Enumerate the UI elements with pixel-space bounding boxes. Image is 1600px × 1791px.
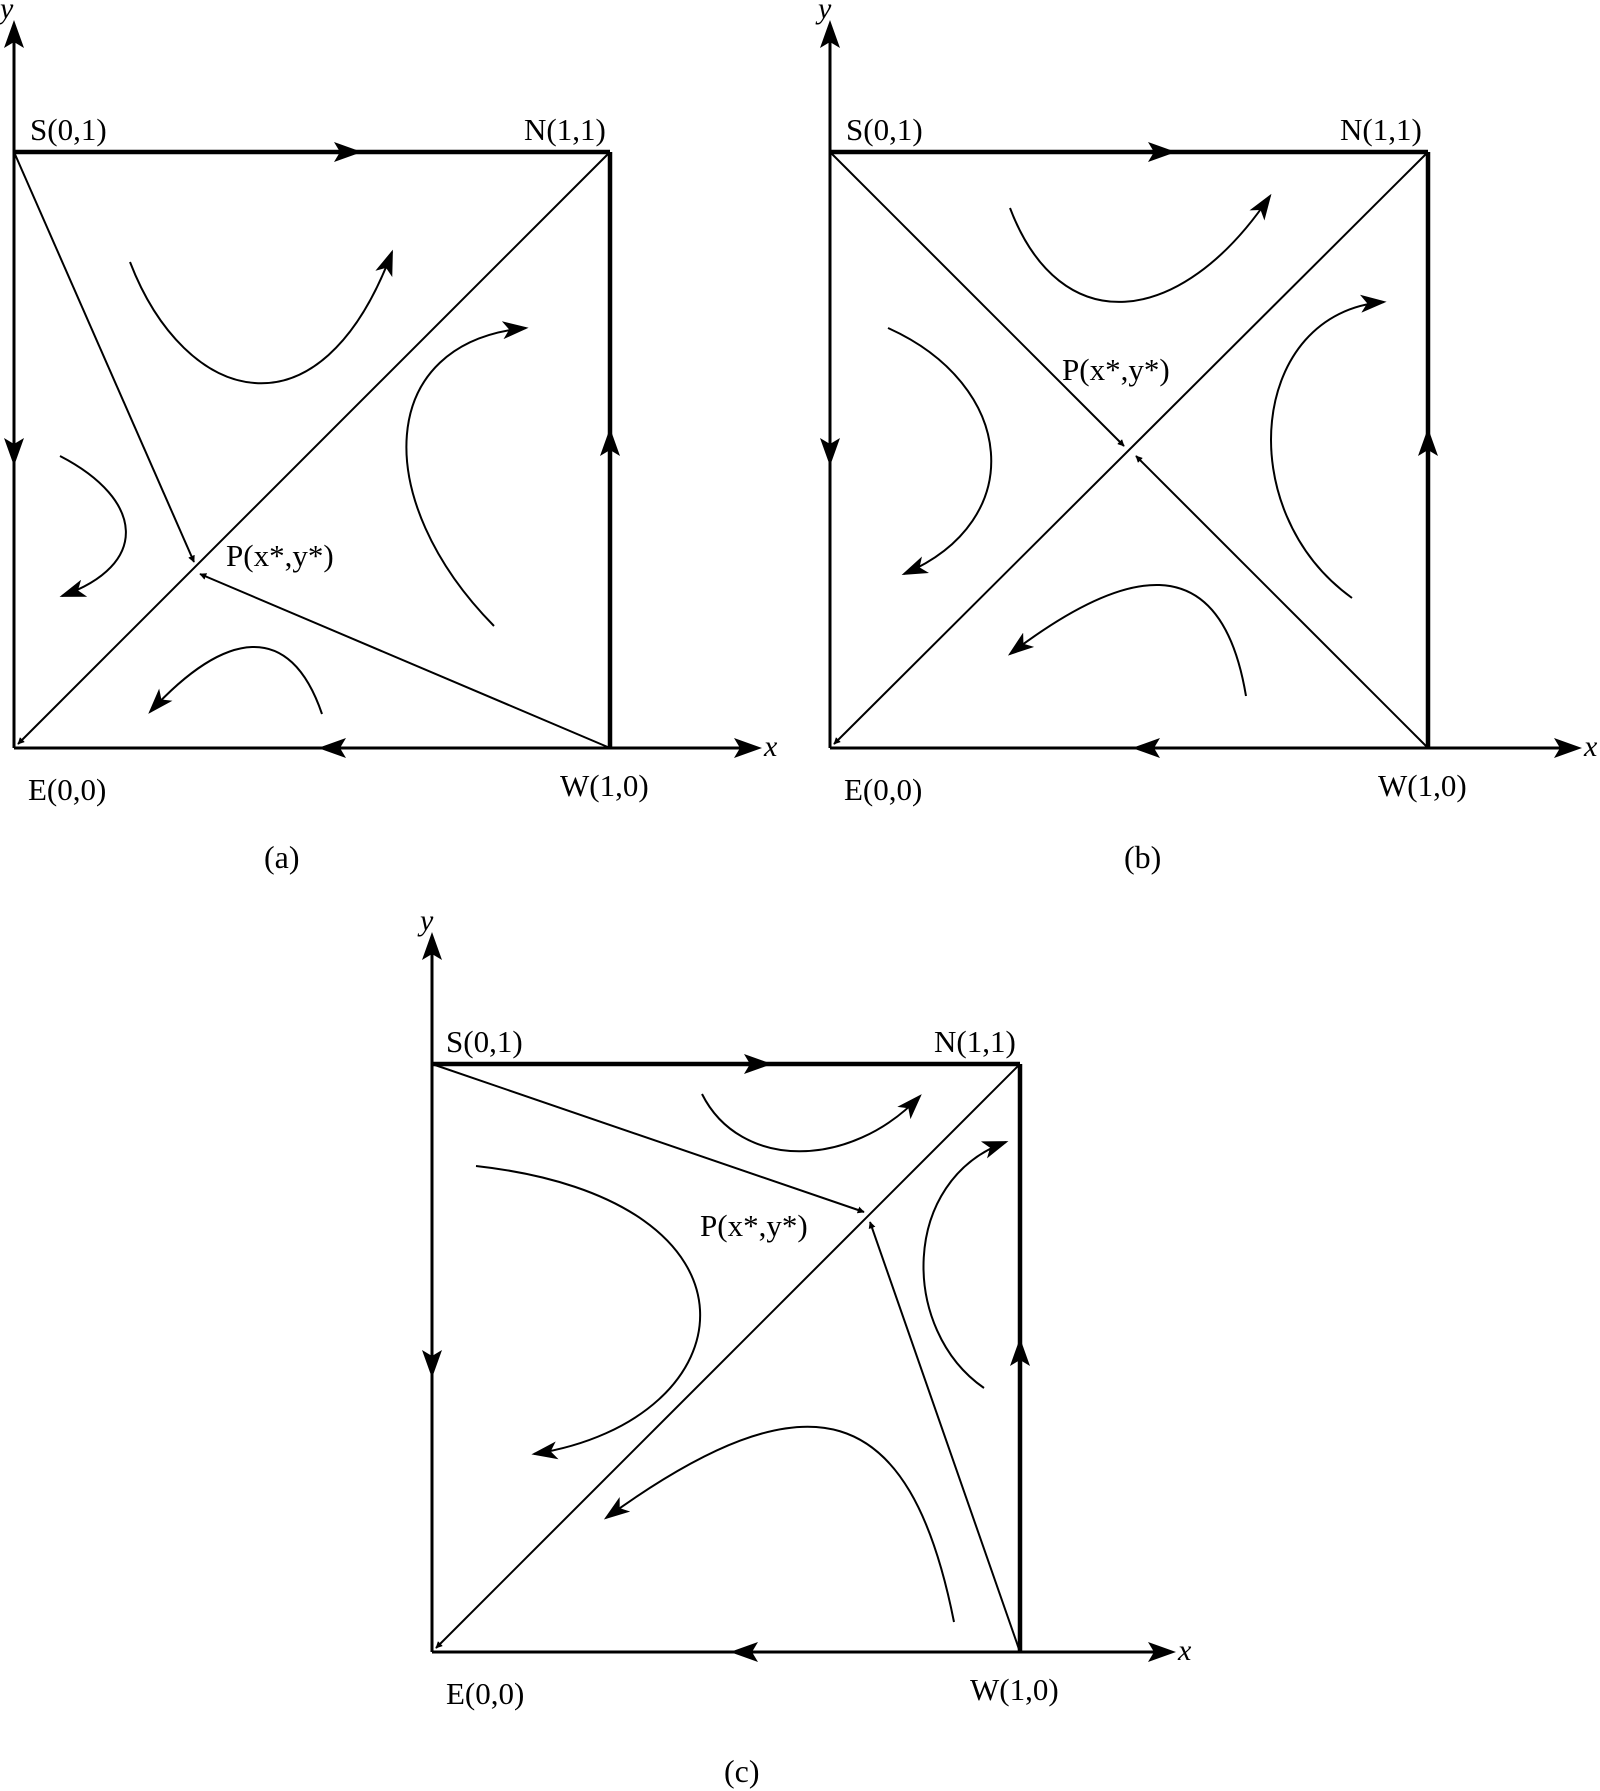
- panel-b-point-n-label: N(1,1): [1340, 112, 1422, 147]
- panel-b: y x S(0,1) N(1,1) E(0,0) W(1,0) P(x*,y*)…: [815, 0, 1598, 875]
- panel-b-trajectories: [829, 151, 1429, 749]
- panel-b-point-e-label: E(0,0): [844, 772, 922, 807]
- panel-b-x-axis-label: x: [1583, 730, 1598, 763]
- panel-c-y-axis-label: y: [417, 904, 434, 937]
- panel-c-point-w-label: W(1,0): [970, 1672, 1059, 1707]
- panel-c-point-s-label: S(0,1): [446, 1024, 523, 1059]
- panel-c-edge-arrows: [422, 1054, 1030, 1662]
- panel-a-caption: (a): [264, 839, 300, 875]
- panel-a-edge-arrows: [4, 142, 620, 758]
- panel-a-point-s-label: S(0,1): [30, 112, 107, 147]
- panel-a-point-w-label: W(1,0): [560, 768, 649, 803]
- panel-a-x-axis-label: x: [763, 730, 778, 763]
- panel-c-axes: [422, 932, 1176, 1662]
- panel-a-point-e-label: E(0,0): [28, 772, 106, 807]
- panel-a-point-p-label: P(x*,y*): [226, 538, 334, 573]
- panel-c-trajectories: [431, 1063, 1021, 1653]
- panel-b-y-axis-label: y: [815, 0, 832, 25]
- panel-b-point-p-label: P(x*,y*): [1062, 352, 1170, 387]
- panel-a: y x S(0,1) N(1,1) E(0,0) W(1,0): [0, 0, 778, 875]
- panel-c-caption: (c): [724, 1753, 760, 1789]
- panel-a-point-n-label: N(1,1): [524, 112, 606, 147]
- panel-b-point-s-label: S(0,1): [846, 112, 923, 147]
- panel-c-point-e-label: E(0,0): [446, 1676, 524, 1711]
- panel-c: y x S(0,1) N(1,1) E(0,0) W(1,0) P(x*,y*)…: [417, 904, 1192, 1789]
- panel-c-point-n-label: N(1,1): [934, 1024, 1016, 1059]
- panel-b-point-w-label: W(1,0): [1378, 768, 1467, 803]
- panel-a-axes: [4, 20, 762, 758]
- panel-a-trajectories: [13, 151, 611, 749]
- panel-c-point-p-label: P(x*,y*): [700, 1208, 808, 1243]
- panel-b-caption: (b): [1124, 839, 1161, 875]
- panel-a-y-axis-label: y: [0, 0, 14, 25]
- panel-b-axes: [820, 20, 1582, 758]
- panel-b-edge-arrows: [820, 142, 1438, 758]
- panel-c-x-axis-label: x: [1177, 1634, 1192, 1667]
